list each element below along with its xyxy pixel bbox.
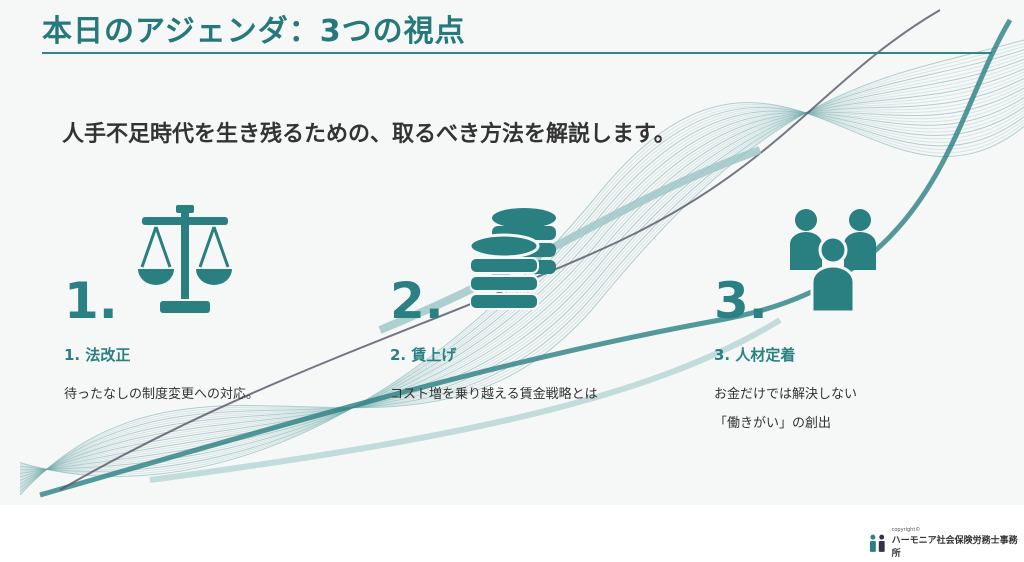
agenda-number-1: 1.: [64, 272, 118, 330]
wave-line: [19, 106, 1024, 472]
slide-title: 本日のアジェンダ：3つの視点: [42, 14, 466, 49]
wave-line: [19, 52, 1024, 491]
wave-arrow: [39, 18, 1013, 498]
wave-line: [19, 45, 1024, 493]
wave-line: [19, 61, 1024, 488]
agenda-number-2: 2.: [390, 272, 444, 330]
wave-line: [19, 106, 1024, 471]
wave-arrow: [149, 317, 782, 483]
agenda-heading-3: 3. 人材定着: [714, 346, 796, 364]
scales-icon: [138, 205, 232, 313]
people-logo-icon: [869, 534, 885, 552]
desc-line: お金だけでは解決しない: [714, 387, 858, 402]
wave-line: [19, 81, 1024, 480]
wave-line: [19, 93, 1024, 476]
wave-line: [19, 109, 1024, 470]
wave-line: [19, 105, 1024, 474]
agenda-desc-1: 待ったなしの制度変更への対応。: [64, 380, 259, 409]
desc-line: 待ったなしの制度変更への対応。: [64, 387, 260, 402]
wave-line: [19, 77, 1024, 482]
agenda-desc-3: お金だけでは解決しない「働きがい」の創出: [714, 380, 857, 438]
copyright-label: copyright©: [891, 527, 921, 533]
wave-line: [19, 103, 1024, 476]
wave-arrow: [378, 146, 762, 334]
wave-line: [19, 68, 1024, 485]
slide-subtitle: 人手不足時代を生き残るための、取るべき方法を解説します。: [62, 122, 676, 147]
wave-line: [19, 42, 1024, 495]
firm-name: ハーモニア社会保険労務士事務所: [891, 536, 1018, 559]
wave-line: [19, 74, 1024, 483]
wave-line: [19, 90, 1024, 477]
slide: 本日のアジェンダ：3つの視点 人手不足時代を生き残るための、取るべき方法を解説し…: [19, 9, 1024, 498]
agenda-number-3: 3.: [714, 272, 768, 330]
wave-line: [19, 87, 1024, 478]
wave-line: [19, 55, 1024, 490]
coins-stack-icon: [470, 208, 556, 310]
decorative-waves: [19, 9, 1024, 498]
agenda-desc-2: コスト増を乗り越える賃金戦略とは: [390, 380, 598, 409]
desc-line: 「働きがい」の創出: [714, 416, 832, 431]
wave-arrow: [59, 9, 941, 491]
desc-line: コスト増を乗り越える賃金戦略とは: [390, 387, 598, 402]
wave-line: [19, 84, 1024, 479]
wave-line: [19, 49, 1024, 492]
wave-line: [19, 71, 1024, 484]
wave-line: [19, 108, 1024, 471]
wave-line: [19, 102, 1024, 477]
agenda-heading-2: 2. 賃上げ: [390, 346, 457, 364]
people-group-icon: [790, 209, 876, 314]
agenda-heading-1: 1. 法改正: [64, 346, 131, 364]
wave-line: [19, 39, 1024, 496]
firm-logo: copyright© ハーモニア社会保険労務士事務所: [868, 527, 1024, 559]
wave-line: [19, 65, 1024, 486]
title-divider: [42, 52, 992, 54]
